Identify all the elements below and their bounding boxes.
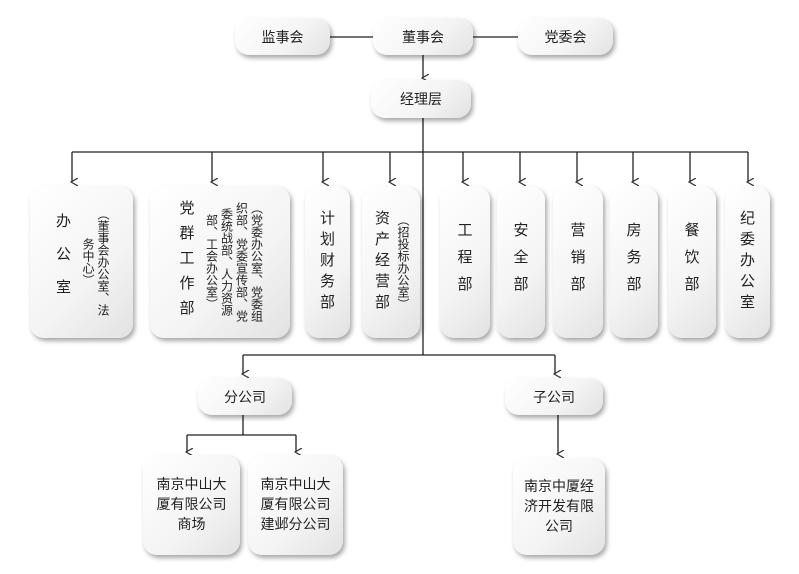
branch-mall-box: 南京中山大厦有限公司商场 xyxy=(143,455,240,555)
dept-rooms: 房务部 xyxy=(610,186,658,338)
dept-note: （招投标办公室） xyxy=(396,214,410,310)
dept-name: 党群工作部 xyxy=(177,199,196,325)
dept-engineering: 工程部 xyxy=(440,186,490,338)
dept-name: 纪委办公室 xyxy=(738,209,756,315)
dept-name: 安全部 xyxy=(511,221,530,303)
management-label: 经理层 xyxy=(400,92,442,108)
dept-name: 资产经营部 xyxy=(373,209,391,315)
management-box: 经理层 xyxy=(371,80,471,118)
company-name: 南京中山大厦有限公司商场 xyxy=(156,477,227,533)
dept-note: （董事会办公室、法务中心） xyxy=(81,208,110,316)
dept-name: 营销部 xyxy=(568,221,587,303)
dept-discipline: 纪委办公室 xyxy=(725,186,770,338)
dept-party-work: （党委办公室、党委组织部、党委宣传部、党委统战部、人力资源部、工会办公室） 党群工… xyxy=(150,186,290,338)
dept-asset: （招投标办公室） 资产经营部 xyxy=(362,186,420,338)
dept-name: 工程部 xyxy=(455,221,474,303)
dept-note: （党委办公室、党委组织部、党委宣传部、党委统战部、人力资源部、工会办公室） xyxy=(204,202,264,322)
branch-label: 分公司 xyxy=(224,389,266,406)
subsidiary-company-box: 南京中厦经济开发有限公司 xyxy=(513,458,605,555)
supervisory-board-box: 监事会 xyxy=(235,18,330,55)
dept-office: （董事会办公室、法务中心） 办公室 xyxy=(30,186,133,338)
subsidiary-label: 子公司 xyxy=(533,389,575,406)
subsidiary-box: 子公司 xyxy=(505,378,603,415)
dept-name: 房务部 xyxy=(624,221,643,303)
board-label: 董事会 xyxy=(402,29,444,46)
company-name: 南京中厦经济开发有限公司 xyxy=(524,478,594,535)
supervisory-board-label: 监事会 xyxy=(261,29,304,46)
dept-safety: 安全部 xyxy=(497,186,545,338)
party-committee-label: 党委会 xyxy=(544,29,587,46)
company-name: 南京中山大厦有限公司建邺分公司 xyxy=(260,477,331,533)
dept-name: 计划财务部 xyxy=(318,209,336,315)
board-of-directors-box: 董事会 xyxy=(373,18,473,55)
party-committee-box: 党委会 xyxy=(518,18,613,55)
branch-box: 分公司 xyxy=(198,378,292,415)
dept-marketing: 营销部 xyxy=(553,186,603,338)
dept-finance: 计划财务部 xyxy=(305,186,350,338)
dept-name: 办公室 xyxy=(54,212,72,312)
dept-name: 餐饮部 xyxy=(682,221,701,303)
dept-catering: 餐饮部 xyxy=(668,186,716,338)
branch-jianye-box: 南京中山大厦有限公司建邺分公司 xyxy=(248,455,343,555)
